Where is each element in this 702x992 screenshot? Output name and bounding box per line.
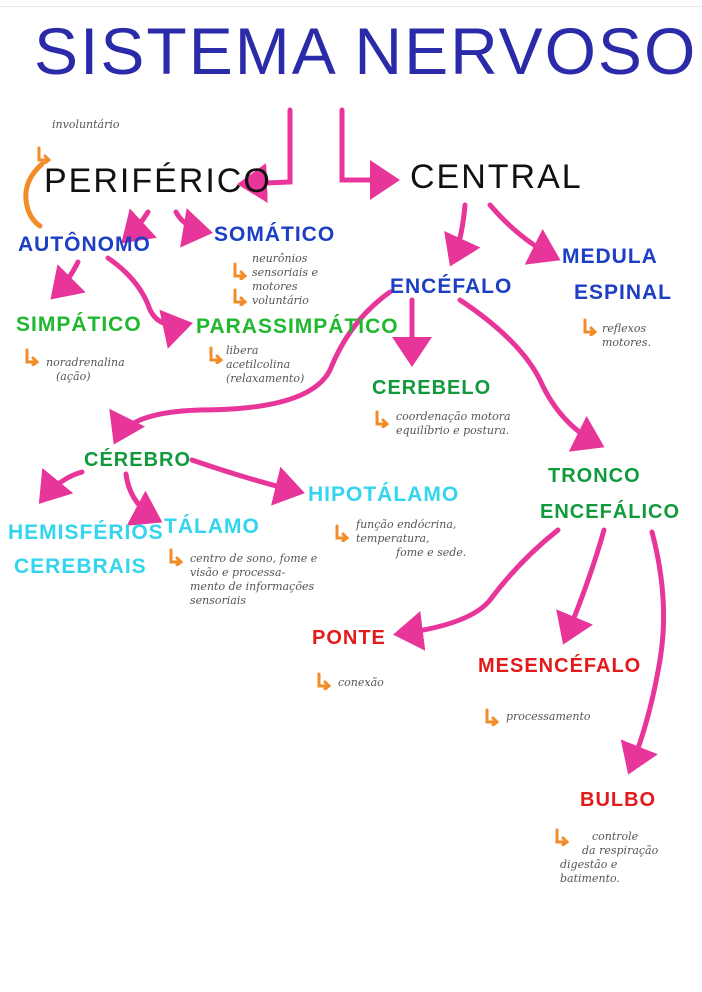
- orange-hook-arrow-icon: [233, 288, 248, 306]
- note-mesencefalo: processamento: [506, 710, 591, 723]
- note-parassimpatico: libera acetilcolina (relaxamento): [226, 344, 305, 385]
- arrow-cerebro-hemisferios: [38, 467, 85, 504]
- orange-hook-arrow-icon: [555, 828, 570, 846]
- node-autonomo: AUTÔNOMO: [18, 233, 151, 256]
- arrow-title-central: [339, 107, 400, 200]
- node-hemisferios-line2: CEREBRAIS: [14, 555, 147, 578]
- page-title: SISTEMA NERVOSO: [34, 14, 698, 88]
- note-talamo: centro de sono, fome e visão e processa-…: [190, 552, 318, 607]
- note-cerebelo: coordenação motora equilíbrio e postura.: [396, 410, 511, 437]
- arrow-encefalo-tronco: [457, 297, 605, 452]
- node-hipotalamo: HIPOTÁLAMO: [308, 483, 460, 506]
- note-somatico-voluntario: voluntário: [252, 294, 309, 307]
- orange-bracket-icon: [23, 161, 45, 229]
- node-bulbo: BULBO: [580, 789, 657, 811]
- arrow-autonomo-simpatico: [50, 259, 86, 300]
- node-cerebro: CÉREBRO: [84, 449, 192, 471]
- node-hemisferios-line1: HEMISFÉRIOS: [8, 521, 164, 544]
- note-simpatico: noradrenalina (ação): [46, 356, 125, 383]
- paper-edge-line: [0, 6, 702, 7]
- arrow-cerebro-hipotalamo: [189, 457, 305, 506]
- arrow-cerebro-talamo: [123, 471, 163, 526]
- arrow-tronco-ponte: [393, 527, 561, 651]
- node-medula-line2: ESPINAL: [574, 281, 673, 304]
- arrow-tronco-bulbo: [620, 529, 667, 775]
- orange-hook-arrow-icon: [209, 346, 224, 364]
- node-somatico: SOMÁTICO: [214, 223, 336, 246]
- orange-hook-arrow-icon: [37, 146, 52, 164]
- arrow-central-encefalo: [444, 202, 481, 267]
- note-somatico: neurônios sensoriais e motores: [252, 252, 319, 293]
- node-cerebelo: CEREBELO: [372, 377, 492, 399]
- node-periferico: PERIFÉRICO: [44, 162, 272, 200]
- note-bulbo: controle da respiração digestão e batime…: [560, 830, 659, 885]
- arrow-periferico-autonomo: [121, 208, 157, 244]
- node-encefalo: ENCÉFALO: [390, 275, 513, 298]
- node-mesencefalo: MESENCÉFALO: [478, 655, 642, 677]
- arrow-central-medula: [487, 202, 561, 265]
- arrow-periferico-somatico: [173, 208, 213, 248]
- node-talamo: TÁLAMO: [164, 515, 260, 538]
- orange-hook-arrow-icon: [485, 708, 500, 726]
- orange-hook-arrow-icon: [335, 524, 350, 542]
- node-tronco-line2: ENCEFÁLICO: [540, 501, 680, 523]
- orange-hook-arrow-icon: [25, 348, 40, 366]
- note-periferico: involuntário: [52, 118, 120, 131]
- orange-hook-arrow-icon: [233, 262, 248, 280]
- arrow-encefalo-cerebro: [109, 289, 393, 445]
- node-tronco-line1: TRONCO: [548, 465, 641, 487]
- node-simpatico: SIMPÁTICO: [16, 313, 142, 336]
- note-medula: reflexos motores.: [602, 322, 652, 349]
- node-central: CENTRAL: [410, 158, 583, 196]
- node-medula-line1: MEDULA: [562, 245, 658, 268]
- orange-hook-arrow-icon: [169, 548, 184, 566]
- arrow-tronco-mesencefalo: [556, 527, 607, 645]
- orange-hook-arrow-icon: [583, 318, 598, 336]
- node-parassimpatico: PARASSIMPÁTICO: [196, 315, 399, 338]
- node-ponte: PONTE: [312, 627, 386, 649]
- note-ponte: conexão: [338, 676, 384, 689]
- orange-hook-arrow-icon: [317, 672, 332, 690]
- note-hipotalamo: função endócrina, temperatura, fome e se…: [356, 518, 467, 559]
- orange-hook-arrow-icon: [375, 410, 390, 428]
- arrow-autonomo-parassimpatico: [105, 255, 193, 349]
- arrow-title-periferico: [237, 107, 293, 203]
